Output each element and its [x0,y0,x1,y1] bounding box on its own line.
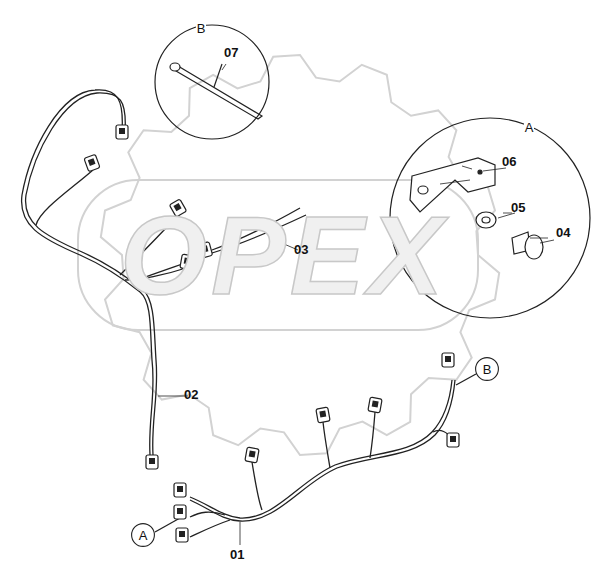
wire-harness [22,90,476,537]
wire-connectors [84,125,459,542]
callout-number: 07 [224,46,238,59]
detail-letter: A [524,121,535,134]
watermark: OPEX [120,200,447,312]
callout-number: 01 [230,548,244,561]
callout-letter: A [139,529,148,542]
callout-circle: A [131,523,155,547]
detail-letter: B [196,22,207,35]
callout-number: 05 [511,201,525,214]
callout-number: 02 [184,388,198,401]
callout-letter: B [483,363,492,376]
detail-view: B [155,25,269,139]
watermark-gear [78,55,499,455]
callout-number: 06 [502,155,516,168]
callout-circle: B [475,357,499,381]
cable-tie [170,63,262,119]
detail-view: A [390,118,590,318]
callout-number: 04 [556,226,570,239]
callout-number: 03 [294,243,308,256]
